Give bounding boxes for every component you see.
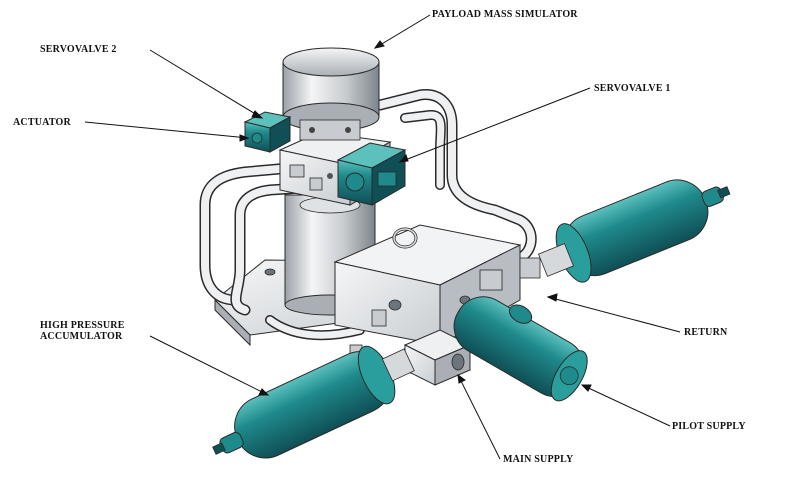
leader-high-pressure-accumulator [149,335,269,396]
payload-mass-cylinder [282,47,380,141]
leader-servovalve-1 [399,87,591,163]
servovalve-1 [336,142,407,206]
leader-lines [84,14,681,460]
label-pilot-supply: PILOT SUPPLY [672,421,746,432]
leader-return [547,296,681,333]
label-actuator: ACTUATOR [13,117,71,128]
label-payload-mass-simulator: PAYLOAD MASS SIMULATOR [432,9,578,20]
return-accumulator [538,179,731,283]
label-high-pressure: HIGH PRESSURE [40,320,125,331]
pilot-supply-accumulator [453,296,588,402]
high-pressure-accumulator [212,345,415,459]
leader-servovalve-2 [149,49,263,119]
main-supply-fitting [403,329,472,386]
label-return: RETURN [684,327,728,338]
label-servovalve-1: SERVOVALVE 1 [594,83,671,94]
leader-pilot-supply [581,384,671,427]
leader-actuator [84,121,249,139]
label-servovalve-2: SERVOVALVE 2 [40,44,117,55]
leader-payload-mass-simulator [374,14,431,49]
label-main-supply: MAIN SUPPLY [503,454,574,465]
servovalve-2 [243,111,292,153]
label-accumulator: ACCUMULATOR [40,331,123,342]
hydraulic-tubing [199,89,537,341]
leader-main-supply [457,374,501,460]
